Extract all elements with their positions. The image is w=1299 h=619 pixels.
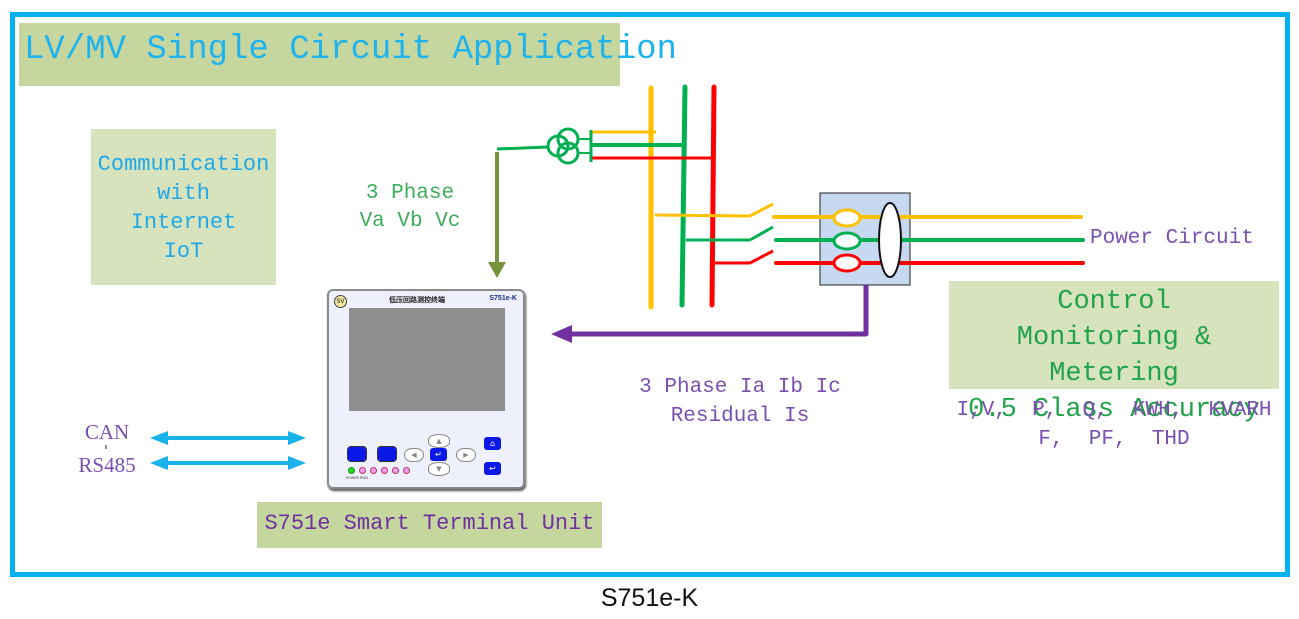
communication-line: with (157, 181, 210, 206)
busbar-phase-c (709, 84, 717, 308)
current-input-label: 3 Phase Ia Ib Ic Residual Is (610, 373, 870, 431)
communication-box (91, 129, 276, 285)
vt-output-wire (496, 145, 549, 151)
power-circuit-label: Power Circuit (1090, 227, 1254, 250)
unit-label: S751e Smart Terminal Unit (264, 511, 595, 536)
can-arrow-icon (150, 431, 306, 445)
voltage-input-line: 3 Phase (365, 182, 455, 205)
breaker-blade-c (749, 249, 774, 265)
device-chinese-title: 低压回路测控终端 (389, 296, 445, 304)
ct-phase-c-icon (832, 253, 862, 273)
voltage-arrow-head (488, 262, 506, 278)
home-button[interactable]: ⌂ (484, 437, 501, 450)
control-line: 0.5 Class Accuracy (968, 395, 1260, 425)
status-led (370, 467, 377, 474)
communication-line: Communication (97, 152, 270, 177)
communication-line: Internet (130, 210, 237, 235)
tap-phase-a (654, 213, 751, 218)
nav-left-button[interactable]: ◀ (404, 448, 424, 462)
control-line: Monitoring & Metering (1016, 323, 1212, 389)
busbar-phase-b (679, 84, 688, 308)
voltage-transformer-icon (546, 127, 580, 165)
parameters-line: F, PF, THD (1038, 428, 1190, 451)
power-led (348, 467, 355, 474)
enter-button[interactable]: ↵ (430, 448, 447, 461)
nav-down-button[interactable]: ▼ (428, 462, 450, 476)
current-arrow-head (551, 325, 572, 343)
status-led (381, 467, 388, 474)
device-model: S751e-K (489, 295, 517, 302)
diagram-title: LV/MV Single Circuit Application (24, 31, 677, 69)
control-line: Control (1057, 287, 1171, 317)
device-screen (349, 308, 505, 411)
function-key-2[interactable] (377, 446, 397, 462)
parameters-line: I,V, P, Q, KWH, KVARH (956, 399, 1272, 422)
communication-line: IoT (163, 239, 204, 264)
diagram-frame (10, 12, 1290, 577)
rs485-label: RS485 (78, 453, 136, 477)
status-led (392, 467, 399, 474)
control-box (949, 281, 1279, 389)
title-banner (19, 23, 620, 86)
current-input-line: 3 Phase Ia Ib Ic (639, 376, 841, 399)
breaker-blade-a (749, 202, 774, 218)
control-label: Control Monitoring & Metering 0.5 Class … (949, 284, 1279, 428)
back-button[interactable]: ↩ (484, 462, 501, 475)
ct-phase-a-icon (832, 208, 862, 228)
figure-caption: S751e-K (600, 584, 699, 612)
led-labels: POWER RUN (346, 476, 368, 480)
status-led (403, 467, 410, 474)
measured-parameters: I,V, P, Q, KWH, KVARH F, PF, THD (949, 396, 1279, 454)
can-label: CAN (84, 420, 130, 444)
nav-up-button[interactable]: ▲ (428, 434, 450, 448)
current-input-line: Residual Is (670, 405, 810, 428)
rs485-arrow-icon (150, 456, 306, 470)
device-logo-icon: SV (334, 295, 347, 308)
current-arrow-shaft (570, 285, 869, 337)
breaker-blade-b (749, 225, 774, 242)
voltage-input-line: Va Vb Vc (359, 210, 461, 233)
unit-label-box (257, 502, 602, 548)
ct-phase-b-icon (832, 231, 862, 251)
run-led (359, 467, 366, 474)
smart-terminal-device: SV 低压回路测控终端 S751e-K ▲ ▼ ◀ ▶ ↵ ⌂ ↩ POWER … (327, 289, 525, 489)
voltage-input-label: 3 Phase Va Vb Vc (340, 180, 480, 236)
residual-ct-icon (878, 202, 902, 278)
communication-label: Communication with Internet IoT (91, 150, 276, 266)
function-key-1[interactable] (347, 446, 367, 462)
nav-right-button[interactable]: ▶ (456, 448, 476, 462)
